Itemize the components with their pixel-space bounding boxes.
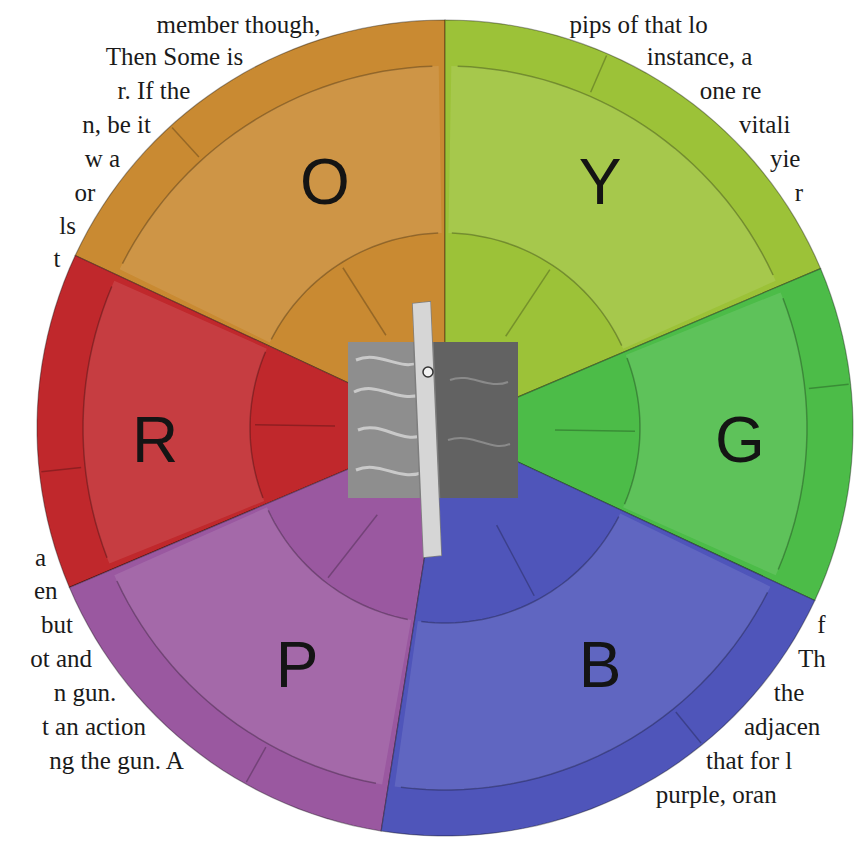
sector-letter: R: [132, 408, 178, 472]
sector-letter: Y: [579, 150, 622, 214]
page-text-fragment: f: [817, 612, 825, 637]
sector-fill: [381, 428, 815, 836]
sector-letter: P: [276, 633, 319, 697]
stone-crack: [328, 515, 377, 578]
stone-crack: [506, 270, 550, 337]
page-text-fragment: that for l: [706, 748, 792, 773]
page-text-fragment: member though,: [157, 12, 321, 37]
stone-block: [448, 66, 775, 349]
sector-letter: O: [300, 150, 350, 214]
stone-crack: [778, 298, 807, 569]
page-text-fragment: n gun.: [54, 680, 117, 705]
page-text-fragment: but: [41, 612, 73, 637]
stone-crack: [172, 127, 199, 157]
stone-crack: [268, 510, 408, 619]
stone-crack: [591, 56, 607, 93]
sector-letter: B: [579, 633, 622, 697]
color-sector: B: [379, 426, 817, 838]
stone-crack: [452, 233, 622, 345]
stone-crack: [41, 468, 81, 472]
stone-crack: [246, 747, 266, 782]
stone-crack: [809, 384, 849, 388]
stone-crack: [271, 233, 438, 339]
sector-letter: G: [715, 408, 765, 472]
page-text-fragment: purple, oran: [656, 782, 777, 807]
stone-crack: [458, 66, 773, 275]
page-text-fragment: t: [53, 246, 60, 271]
sector-shape: [379, 426, 817, 838]
page-text-fragment: yie: [770, 146, 801, 171]
stone-crack: [676, 712, 701, 743]
stone-crack: [555, 430, 635, 431]
page-text-fragment: r: [795, 180, 803, 205]
stone-crack: [343, 268, 386, 335]
page-text-fragment: one re: [700, 78, 762, 103]
stone-crack: [83, 287, 112, 558]
stone-block: [114, 507, 411, 784]
page-text-fragment: ot and: [30, 646, 92, 671]
page-text-fragment: Then Some is: [106, 44, 244, 69]
stone-crack: [497, 525, 535, 596]
page-text-fragment: or: [75, 180, 96, 205]
stone-crack: [421, 517, 619, 623]
page-text-fragment: vitali: [739, 112, 790, 137]
page-text-fragment: n, be it: [82, 112, 151, 137]
page-text-fragment: the: [774, 680, 805, 705]
page-text-fragment: r. If the: [117, 78, 190, 103]
page-text-fragment: ls: [59, 213, 76, 238]
page-text-fragment: instance, a: [647, 44, 753, 69]
page-text-fragment: Th: [798, 646, 826, 671]
page-text-fragment: adjacen: [744, 714, 820, 739]
page-text-fragment: ng the gun. A: [49, 748, 184, 773]
page-text-fragment: a: [35, 545, 46, 570]
stone-crack: [255, 425, 335, 426]
page-text-fragment: w a: [85, 146, 120, 171]
page-text-fragment: pips of that lo: [570, 12, 708, 37]
page-text-fragment: en: [34, 578, 58, 603]
page-text-fragment: t an action: [42, 714, 146, 739]
